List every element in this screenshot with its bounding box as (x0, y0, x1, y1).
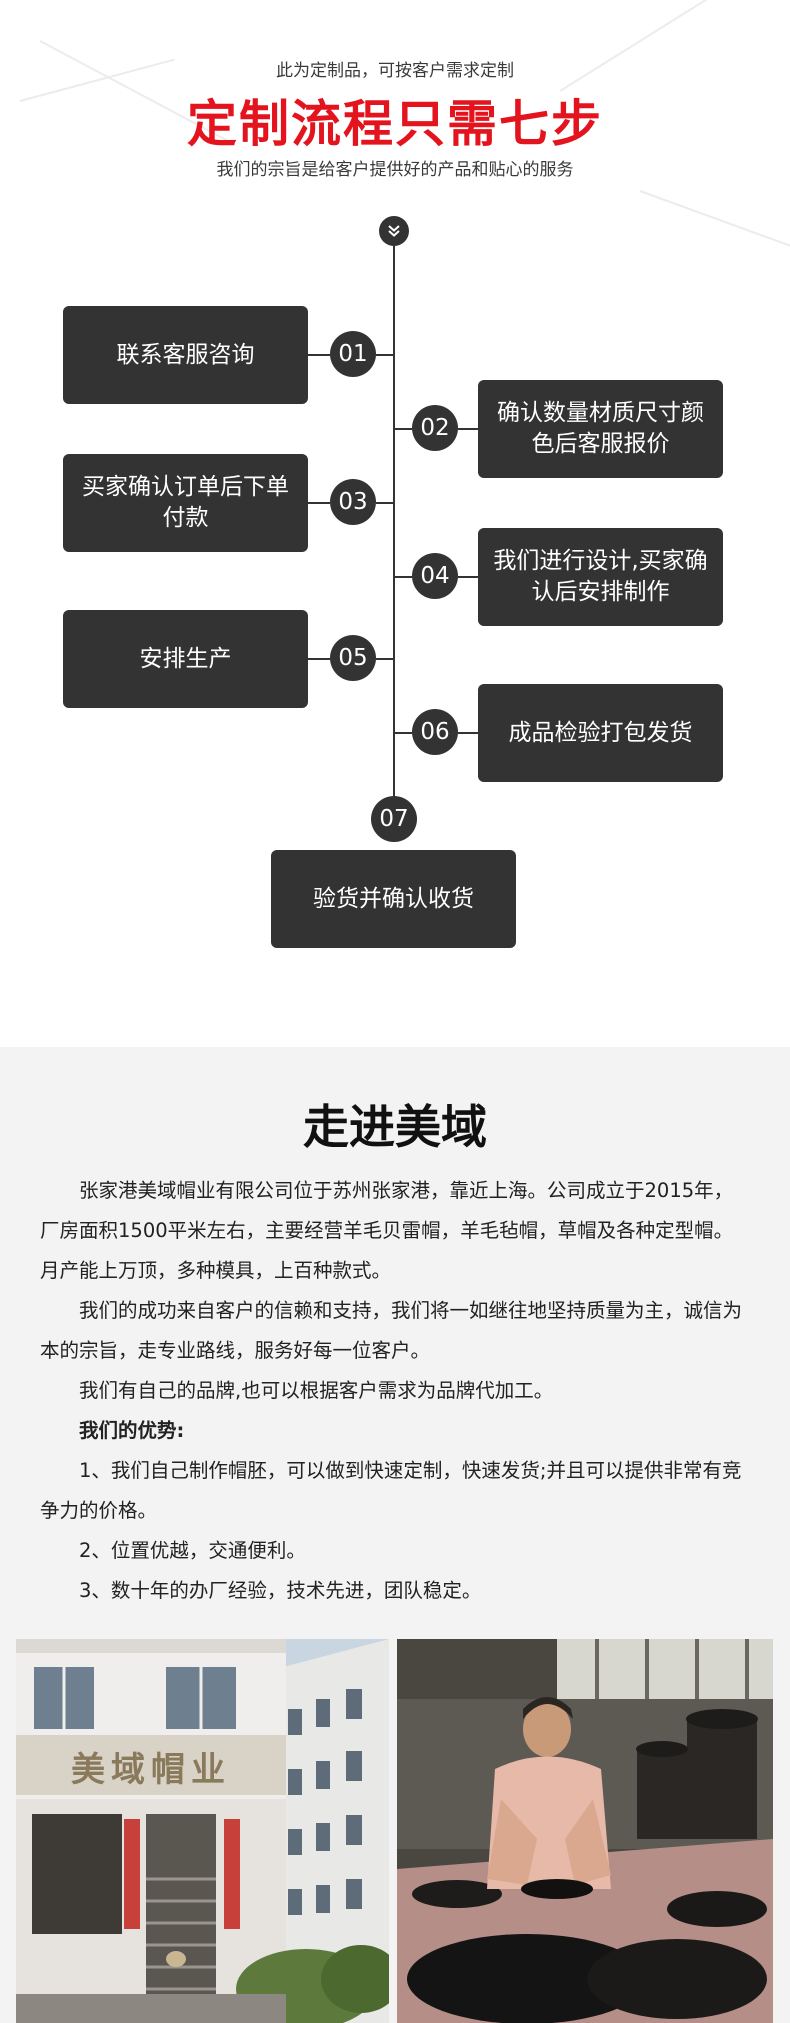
step-01-number: 01 (330, 331, 376, 377)
advantage-item-1: 1、我们自己制作帽胚，可以做到快速定制，快速发货;并且可以提供非常有竞争力的价格… (40, 1459, 742, 1522)
step-04-number: 04 (412, 553, 458, 599)
step-02-box: 确认数量材质尺寸颜色后客服报价 (478, 380, 723, 478)
step-connector (376, 502, 393, 504)
step-05-number: 05 (330, 635, 376, 681)
step-02-number: 02 (412, 405, 458, 451)
advantage-item-2: 2、位置优越，交通便利。 (79, 1539, 306, 1562)
step-03-number: 03 (330, 479, 376, 525)
workshop-worker-photo (397, 1639, 773, 2023)
about-title: 走进美域 (303, 1100, 487, 1154)
double-chevron-down-icon (388, 225, 400, 237)
process-section: 此为定制品，可按客户需求定制 定制流程只需七步 我们的宗旨是给客户提供好的产品和… (19, 0, 790, 948)
factory-building-photo: 美域帽业 (16, 1639, 389, 2023)
step-connector (458, 576, 478, 578)
step-connector (308, 354, 330, 356)
step-connector (458, 732, 478, 734)
step-04-label: 我们进行设计,买家确认后安排制作 (493, 548, 708, 605)
step-connector (308, 658, 330, 660)
about-paragraph-brand: 我们有自己的品牌,也可以根据客户需求为品牌代加工。 (79, 1379, 554, 1402)
step-connector (376, 658, 393, 660)
step-connector (395, 732, 412, 734)
about-paragraph-intro: 张家港美域帽业有限公司位于苏州张家港，靠近上海。公司成立于2015年，厂房面积1… (40, 1179, 734, 1282)
step-05-box: 安排生产 (63, 610, 308, 708)
step-03-label: 买家确认订单后下单付款 (82, 474, 289, 531)
step-07-number: 07 (371, 796, 417, 842)
step-04-box: 我们进行设计,买家确认后安排制作 (478, 528, 723, 626)
advantages-heading: 我们的优势: (79, 1419, 185, 1442)
step-connector (308, 502, 330, 504)
advantage-item-3: 3、数十年的办厂经验，技术先进，团队稳定。 (79, 1579, 482, 1602)
about-paragraph-success: 我们的成功来自客户的信赖和支持，我们将一如继往地坚持质量为主，诚信为本的宗旨，走… (40, 1299, 743, 1362)
step-connector (458, 428, 478, 430)
step-01-label: 联系客服咨询 (116, 341, 255, 368)
step-connector (395, 576, 412, 578)
step-02-label: 确认数量材质尺寸颜色后客服报价 (497, 400, 704, 457)
step-05-label: 安排生产 (139, 645, 232, 672)
decor-line (639, 190, 790, 247)
about-body: 张家港美域帽业有限公司位于苏州张家港，靠近上海。公司成立于2015年，厂房面积1… (40, 1171, 750, 1611)
process-subtitle: 此为定制品，可按客户需求定制 (276, 61, 514, 81)
step-07-label: 验货并确认收货 (313, 885, 474, 912)
step-06-label: 成品检验打包发货 (508, 719, 693, 746)
step-07-box: 验货并确认收货 (271, 850, 516, 948)
step-connector (376, 354, 393, 356)
step-03-box: 买家确认订单后下单付款 (63, 454, 308, 552)
step-01-box: 联系客服咨询 (63, 306, 308, 404)
step-06-box: 成品检验打包发货 (478, 684, 723, 782)
step-connector (395, 428, 412, 430)
process-title: 定制流程只需七步 (187, 95, 603, 153)
timeline-line (393, 232, 395, 802)
about-section: 走进美域 张家港美域帽业有限公司位于苏州张家港，靠近上海。公司成立于2015年，… (0, 1047, 790, 2023)
timeline-top-badge (379, 216, 409, 246)
building-sign-text: 美域帽业 (71, 1750, 231, 1790)
step-06-number: 06 (412, 709, 458, 755)
process-tagline: 我们的宗旨是给客户提供好的产品和贴心的服务 (216, 160, 574, 180)
